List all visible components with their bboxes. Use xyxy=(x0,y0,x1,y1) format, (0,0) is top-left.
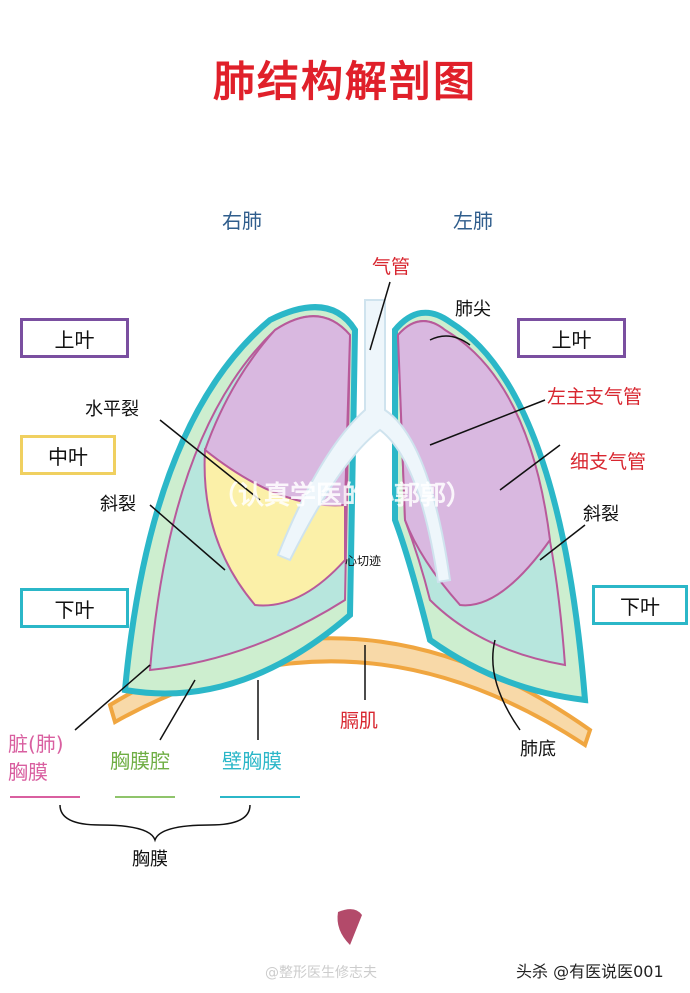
visceral-pleura-label: 脏(肺) 胸膜 xyxy=(8,732,64,784)
cardiac-notch-label: 心切迹 xyxy=(345,554,382,568)
page-title: 肺结构解剖图 xyxy=(212,57,477,106)
pleural-cavity-label: 胸膜腔 xyxy=(110,749,170,773)
pleura-label: 胸膜 xyxy=(132,849,168,870)
oblique-fissure-right-label: 斜裂 xyxy=(100,494,136,515)
bronchiole-label: 细支气管 xyxy=(570,451,647,473)
apex-label: 肺尖 xyxy=(455,299,491,320)
left-lung-label: 左肺 xyxy=(453,209,493,233)
right-lung-label: 右肺 xyxy=(222,209,262,233)
horizontal-fissure-label: 水平裂 xyxy=(85,399,139,420)
weibo-watermark: @整形医生修志夫 xyxy=(265,965,377,981)
upper-lobe-box-right: 上叶 xyxy=(20,318,129,358)
parietal-pleura-label: 壁胸膜 xyxy=(222,749,282,773)
trachea-bronchi xyxy=(276,299,452,584)
lung-base-label: 肺底 xyxy=(520,739,556,760)
trachea-label: 气管 xyxy=(372,256,411,278)
right-middle-lobe xyxy=(203,448,346,607)
center-watermark: （认真学医的小郭郭） xyxy=(212,481,473,511)
left-main-bronchus-label: 左主支气管 xyxy=(547,386,643,408)
upper-lobe-box-left: 上叶 xyxy=(517,318,626,358)
oblique-fissure-left-label: 斜裂 xyxy=(583,504,619,525)
middle-lobe-box: 中叶 xyxy=(20,435,116,475)
sweet-potato-icon xyxy=(337,909,362,945)
lower-lobe-box-right: 下叶 xyxy=(20,588,129,628)
leader-lines xyxy=(59,281,586,843)
toutiao-watermark: 头杀 @有医说医001 xyxy=(516,962,664,981)
diaphragm-label: 膈肌 xyxy=(340,710,379,732)
lower-lobe-box-left: 下叶 xyxy=(592,585,688,625)
